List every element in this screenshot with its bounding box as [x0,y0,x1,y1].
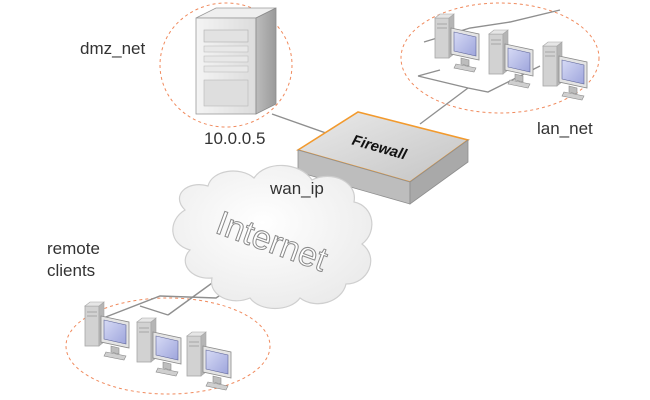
remote-bus-drop [139,305,169,316]
desktop-computer-icon [488,29,534,89]
lan-bus-drop-1 [417,69,441,77]
desktop-computer-icon [434,13,480,73]
desktop-computer-icon [186,331,232,391]
server-tower-icon [195,7,277,115]
lan-bus [417,65,541,93]
desktop-computer-icon [542,41,588,101]
wan-ip-label: wan_ip [270,179,324,198]
desktop-computer-icon [136,317,182,377]
lan-net-label: lan_net [537,119,593,138]
remote-zone-outline [65,297,271,395]
internet-cloud-icon: Internet [172,164,373,309]
dmz-zone-outline [159,2,293,128]
dmz-net-label: dmz_net [80,39,146,58]
lan-link [419,87,469,125]
lan-zone-outline [400,2,600,114]
firewall-appliance-icon: Firewall [296,111,470,205]
remote-clients-label: remote clients [47,239,100,280]
dmz-ip-label: 10.0.0.5 [204,129,266,148]
